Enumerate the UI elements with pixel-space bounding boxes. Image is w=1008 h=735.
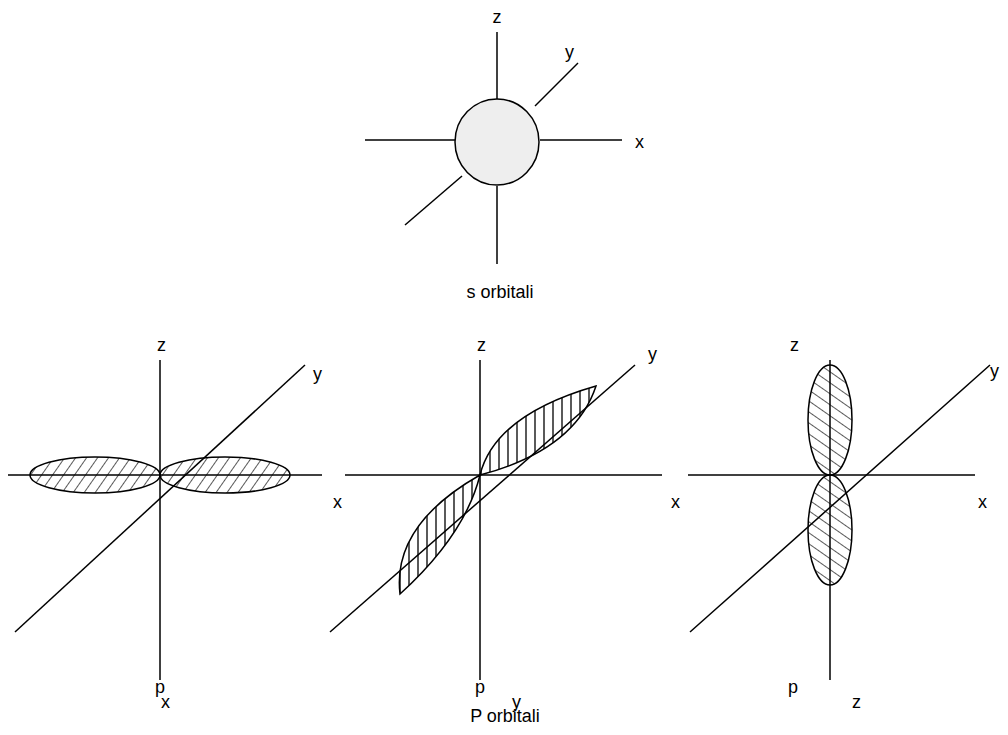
axis-label: x [635,133,644,151]
axis-label: y [565,43,574,61]
axis-label: x [978,493,987,511]
axis-label: z [157,336,166,354]
axis-label: z [477,336,486,354]
axis-label: p [788,678,798,696]
axis-label: s orbitali [466,283,533,301]
s-orbital [365,32,622,264]
px-orbital [8,360,322,680]
axis-label: z [493,8,502,26]
axis-label: y [648,345,657,363]
axis-label: x [671,493,680,511]
axis-label: y [990,362,999,380]
axis-label: z [852,693,861,711]
py-orbital [330,360,662,680]
axis-label: x [333,493,342,511]
axis-label: P orbitali [470,707,540,725]
axis-label: y [313,365,322,383]
axis-label: x [161,693,170,711]
axis-label: z [790,336,799,354]
pz-orbital [688,360,990,680]
axis-label: p [475,678,485,696]
